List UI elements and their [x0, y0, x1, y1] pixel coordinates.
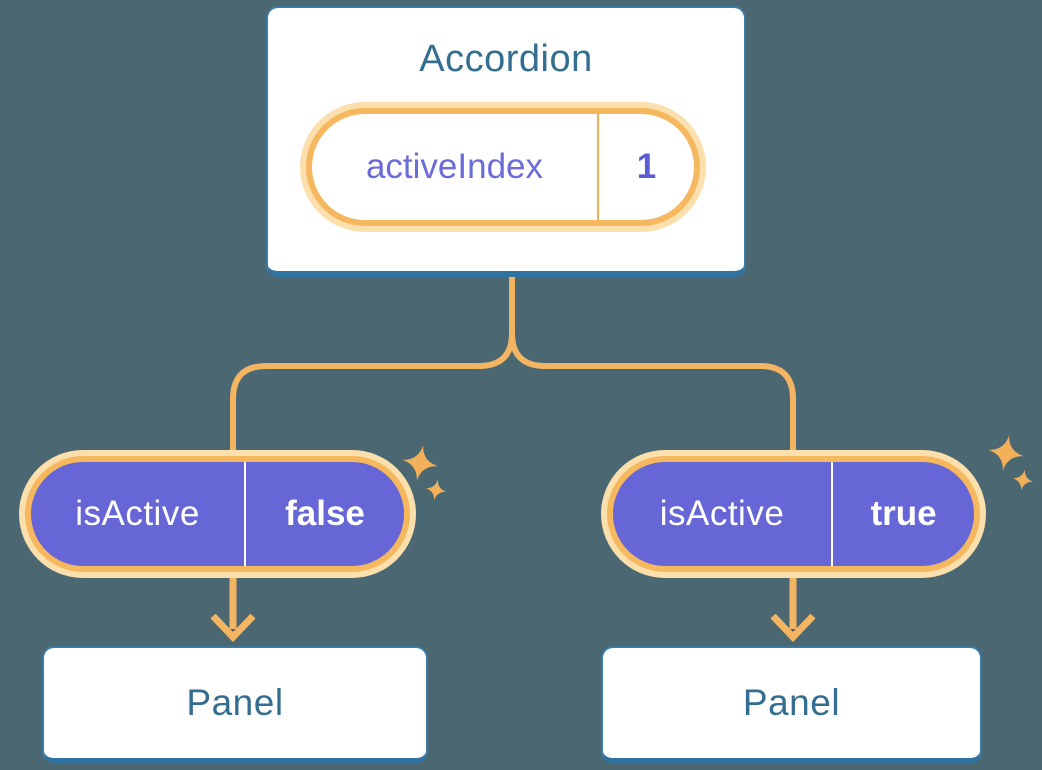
prop-pill-right: isActive true	[607, 456, 980, 572]
connector-left-branch	[230, 277, 515, 459]
sparkle-icon	[402, 445, 438, 481]
state-pill-divider	[597, 114, 599, 220]
prop-pill-right-divider	[831, 462, 833, 566]
prop-pill-right-label: isActive	[659, 494, 785, 533]
sparkle-icon	[1012, 469, 1034, 491]
prop-pill-left-divider	[244, 462, 246, 566]
sparkle-icon	[425, 479, 447, 501]
accordion-title: Accordion	[419, 38, 593, 80]
state-pill-label: activeIndex	[365, 147, 544, 186]
panel-card-left: Panel	[42, 646, 428, 763]
prop-pill-left: isActive false	[25, 456, 410, 572]
connector-right-branch	[509, 277, 796, 459]
sparkle-icon	[988, 435, 1024, 471]
panel-card-right: Panel	[601, 646, 982, 763]
state-pill: activeIndex 1	[306, 108, 700, 226]
panel-title-right: Panel	[742, 682, 841, 723]
state-pill-value: 1	[636, 147, 657, 186]
panel-title-left: Panel	[186, 682, 284, 723]
prop-pill-left-label: isActive	[75, 494, 200, 533]
prop-pill-left-value: false	[285, 494, 365, 533]
arrow-down-left-head	[210, 613, 256, 643]
prop-pill-right-value: true	[870, 494, 937, 533]
arrow-down-right-head	[770, 613, 816, 643]
